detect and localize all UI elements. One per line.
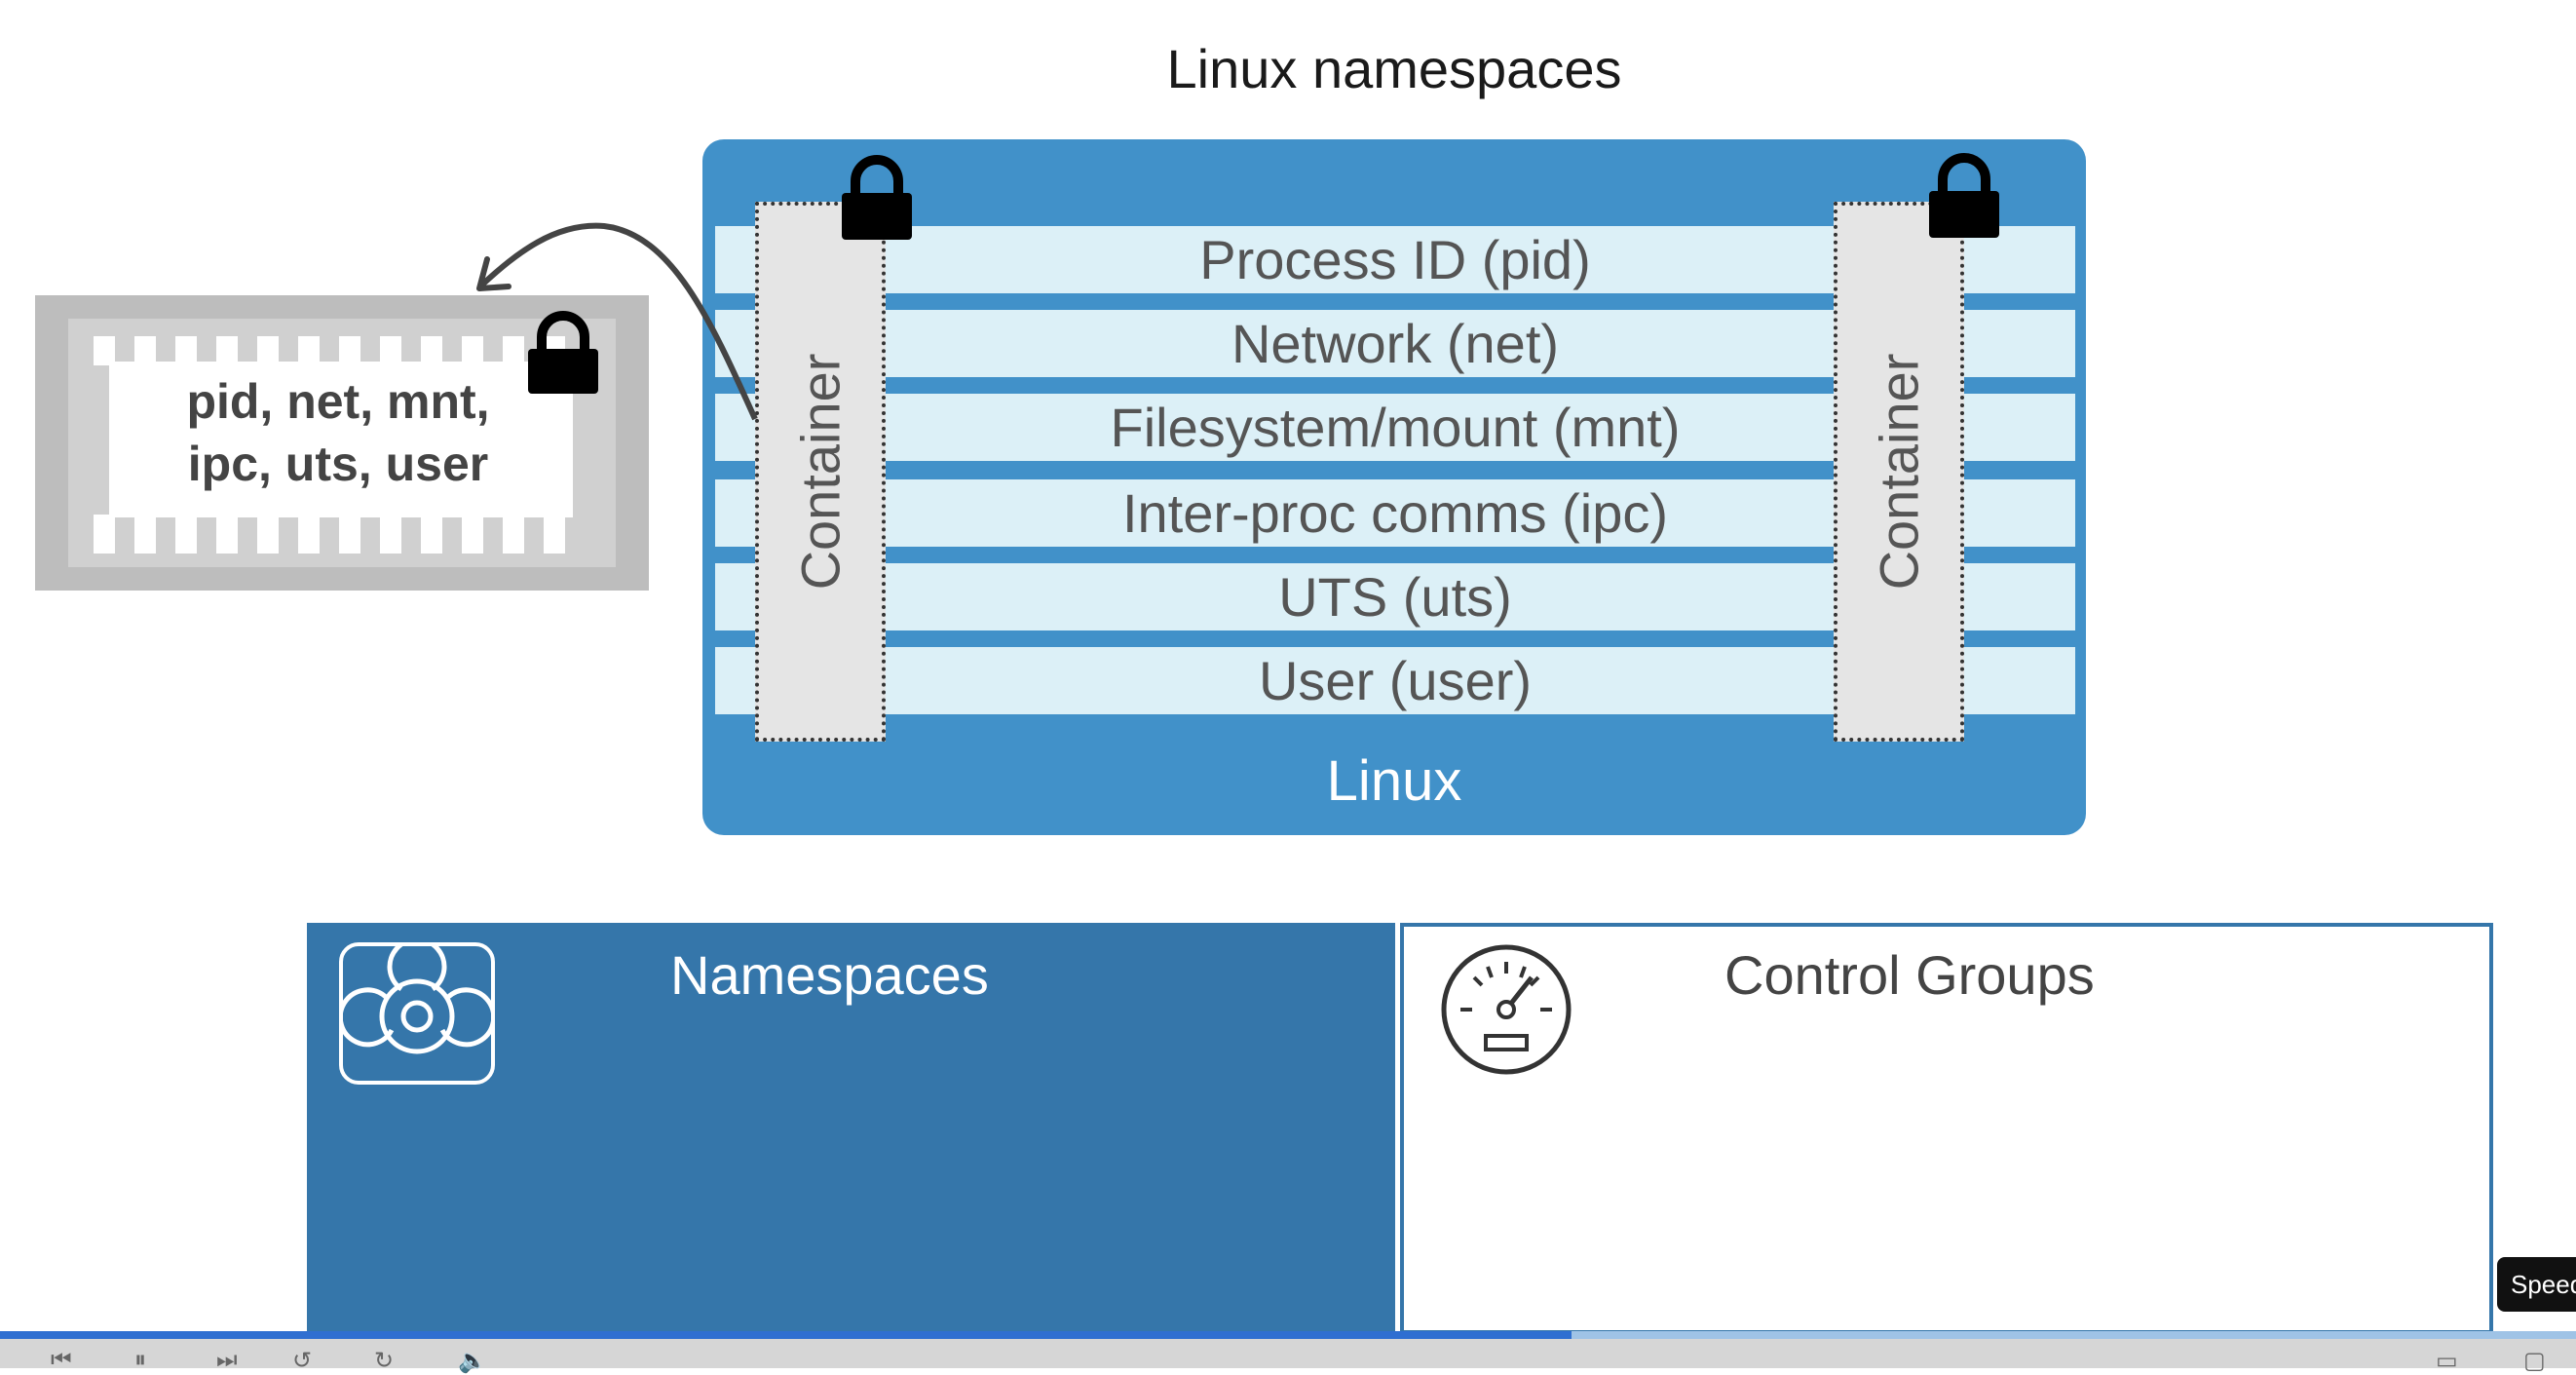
skip-forward-icon[interactable]: ⏭: [216, 1347, 238, 1373]
slide-title: Linux namespaces: [1166, 38, 1622, 99]
lock-icon: [842, 155, 912, 240]
shipping-container-icon: [35, 295, 649, 591]
container-right: Container: [1834, 202, 1964, 742]
pause-icon[interactable]: ⏸: [134, 1347, 146, 1373]
speed-tooltip: Speed: [2497, 1257, 2576, 1312]
fast-forward-icon[interactable]: ↻: [374, 1348, 395, 1374]
namespaces-panel-title: Namespaces: [670, 944, 989, 1006]
control-groups-panel: [1400, 923, 2493, 1334]
video-progress-fill: [0, 1331, 1572, 1339]
biohazard-icon: [337, 936, 497, 1085]
container-left-label: Container: [789, 353, 852, 591]
container-right-label: Container: [1868, 353, 1930, 591]
namespaces-panel: [307, 923, 1395, 1332]
arrow-icon: [476, 222, 758, 421]
volume-icon[interactable]: 🔈: [458, 1348, 487, 1374]
captions-icon[interactable]: ▭: [2436, 1348, 2458, 1374]
fullscreen-icon[interactable]: ▢: [2523, 1348, 2546, 1374]
lock-icon: [1929, 153, 1999, 238]
lock-icon: [528, 311, 598, 394]
control-groups-panel-title: Control Groups: [1724, 944, 2095, 1006]
rewind-icon[interactable]: ↺: [292, 1348, 313, 1374]
video-control-bar: [0, 1339, 2576, 1368]
shipping-container-line1: pid, net, mnt,: [186, 374, 490, 429]
linux-label: Linux: [1326, 749, 1462, 813]
skip-back-icon[interactable]: ⏮: [51, 1347, 72, 1373]
shipping-container-label: pid, net, mnt, ipc, uts, user: [109, 370, 567, 495]
container-left: Container: [755, 202, 886, 742]
gauge-icon: [1441, 944, 1572, 1075]
shipping-container-line2: ipc, uts, user: [187, 437, 489, 491]
